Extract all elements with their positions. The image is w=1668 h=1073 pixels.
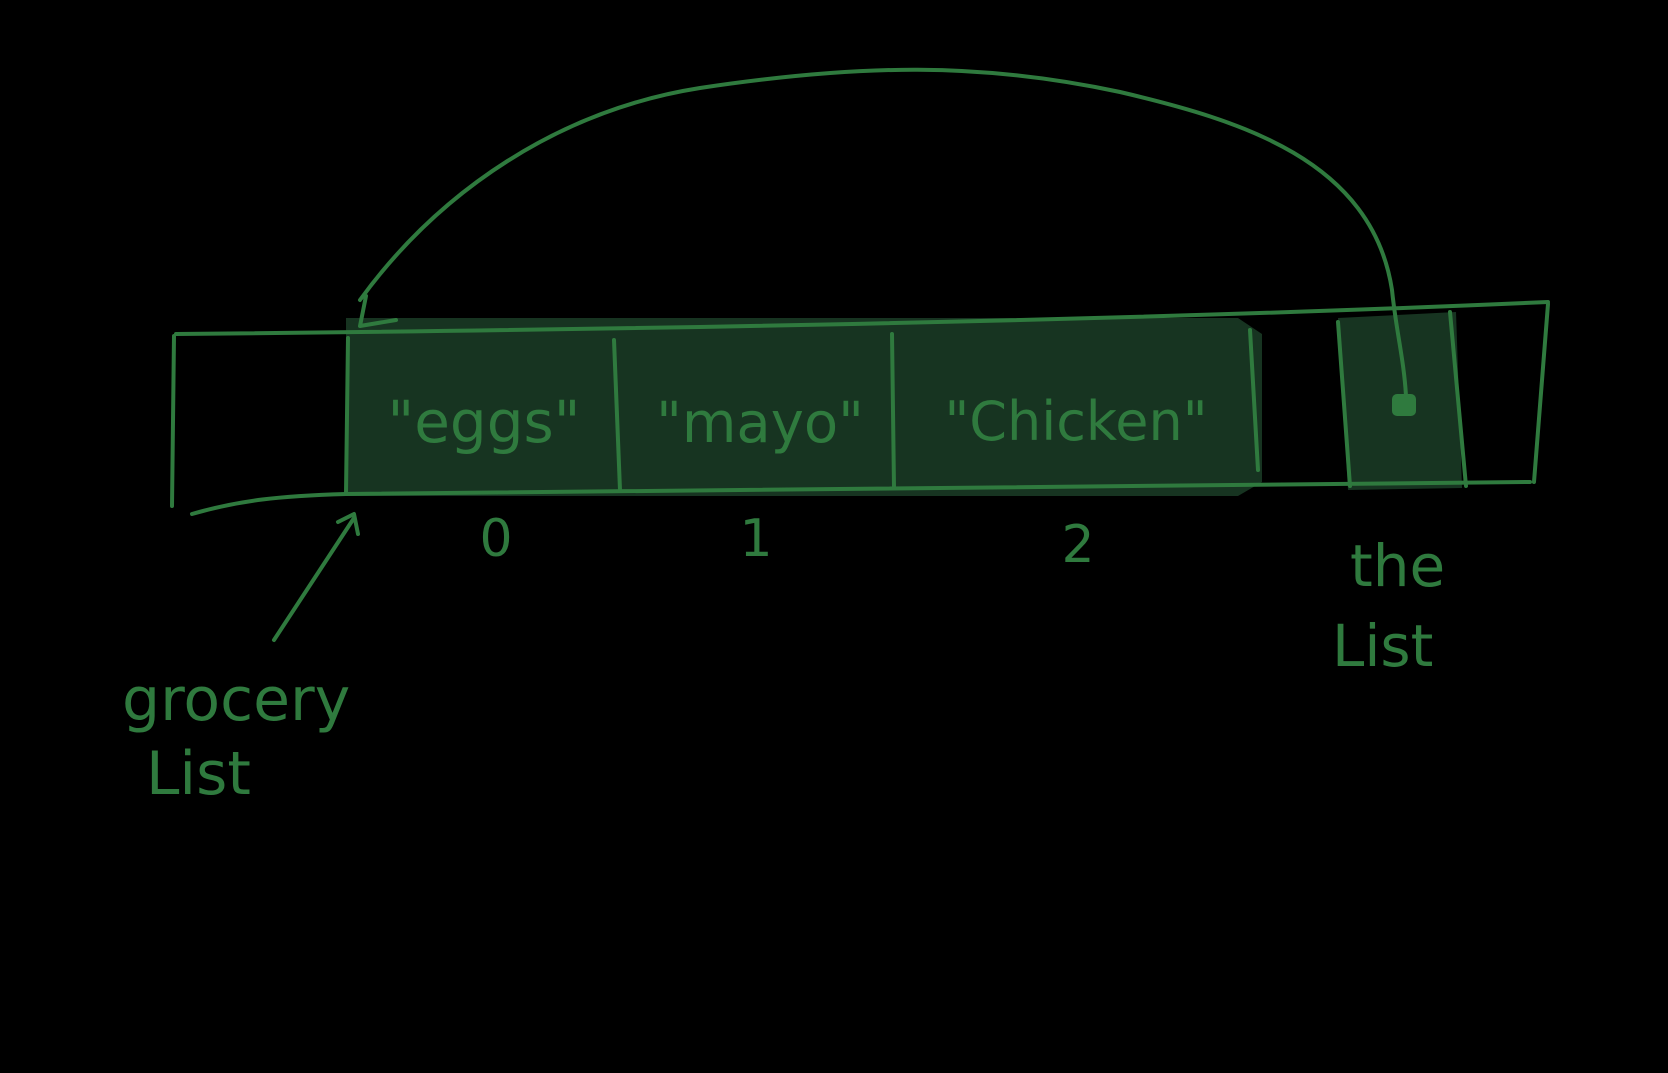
cell-divider-1 <box>612 338 622 492</box>
memory-strip-right-edge <box>1532 302 1550 484</box>
memory-strip-bottom-edge <box>190 480 1532 516</box>
pointer-cell-left-edge <box>1336 320 1352 488</box>
pointer-dot <box>1392 394 1416 416</box>
cell-value-mayo: "mayo" <box>656 391 864 456</box>
cell-value-eggs: "eggs" <box>388 388 581 456</box>
memory-strip-top-edge <box>174 300 1550 336</box>
cell-divider-start <box>344 336 350 496</box>
cell-divider-2 <box>890 332 896 490</box>
pointer-cell-right-edge <box>1448 310 1468 488</box>
cell-index-2: 2 <box>1061 515 1094 575</box>
pointer-arrow-curve <box>358 67 1408 398</box>
the-list-label-line2: List <box>1332 612 1433 680</box>
grocery-list-arrow-head <box>336 512 360 536</box>
memory-strip-left-edge <box>170 334 176 508</box>
grocery-list-label-line2: List <box>146 739 251 809</box>
cell-divider-3 <box>1248 328 1260 472</box>
pointer-arrow-head <box>358 294 398 328</box>
cell-index-0: 0 <box>479 509 512 569</box>
grocery-list-arrow-shaft <box>272 516 356 642</box>
array-fill-region <box>346 318 1262 496</box>
the-list-label-line1: the <box>1350 532 1445 600</box>
cell-value-chicken: "Chicken" <box>944 390 1207 453</box>
cell-index-1: 1 <box>739 509 772 569</box>
grocery-list-label-line1: grocery <box>122 665 350 735</box>
